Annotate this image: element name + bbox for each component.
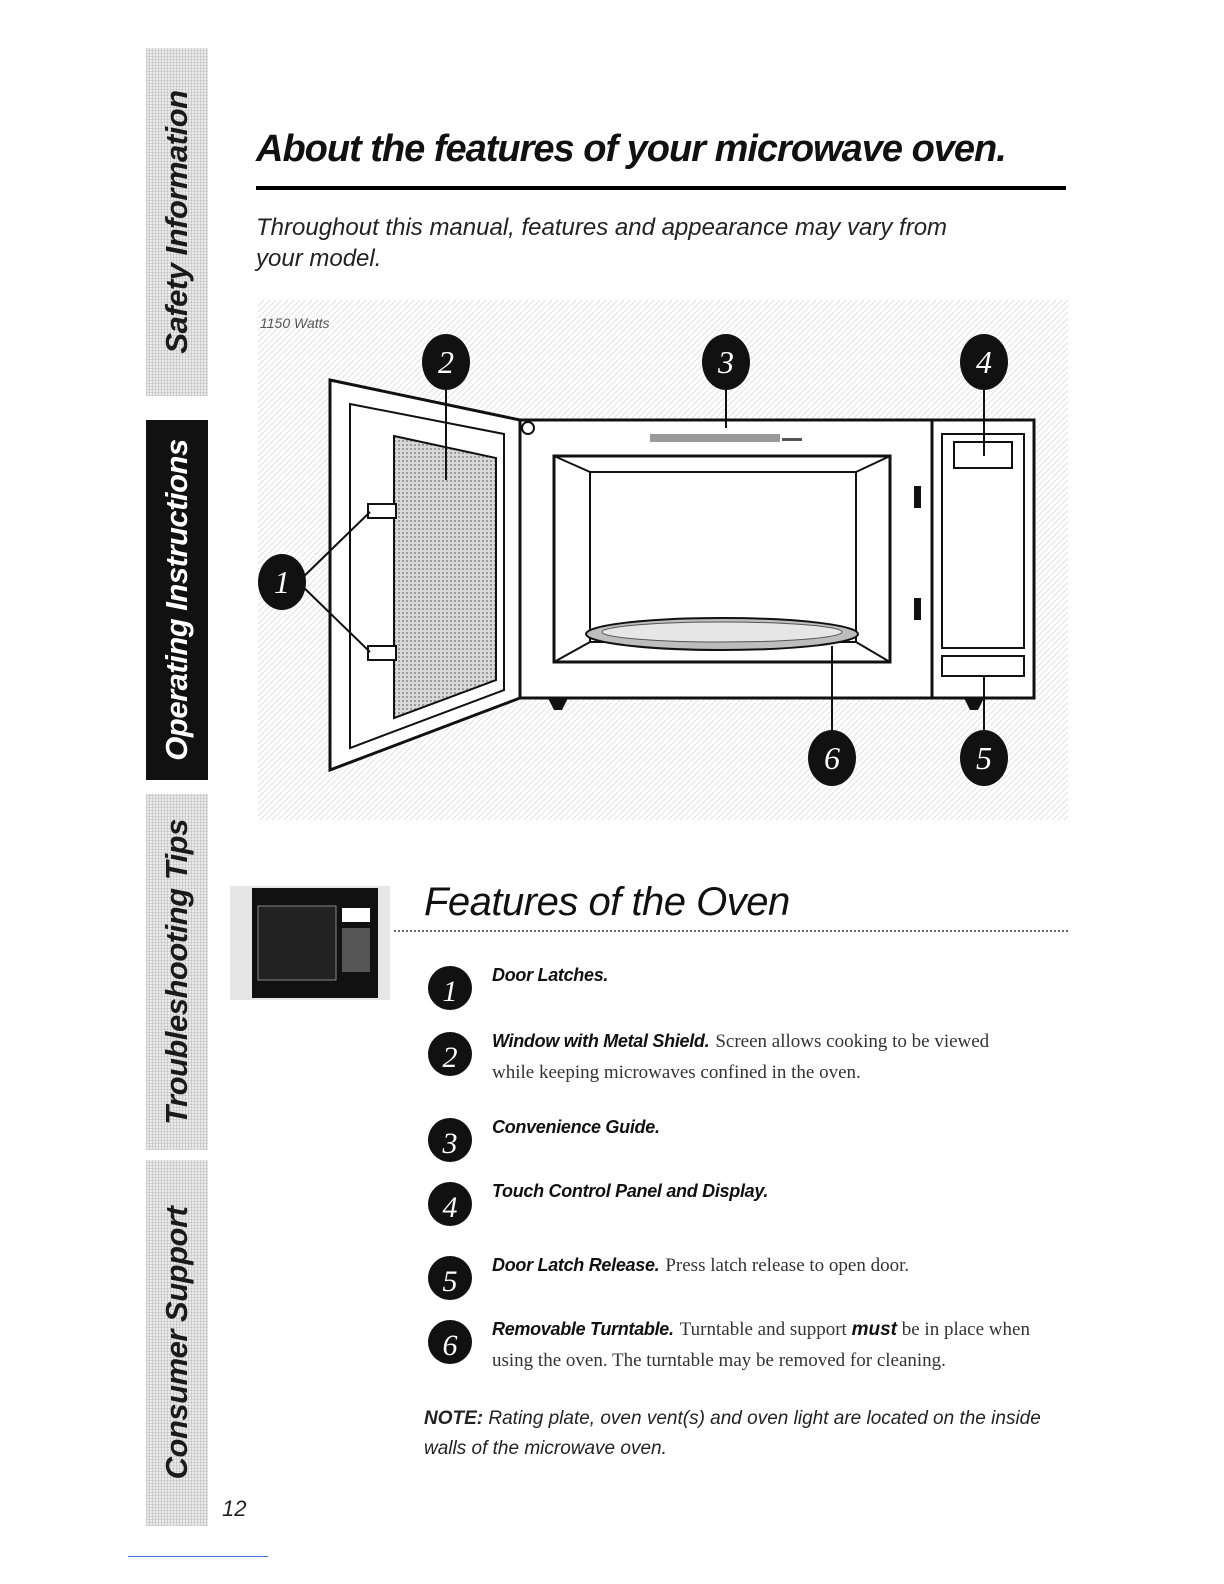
svg-text:6: 6 [824, 740, 840, 776]
feature-text: Touch Control Panel and Display. [492, 1176, 1032, 1207]
door-latch [367, 645, 397, 661]
feature-text: Removable Turntable.Turntable and suppor… [492, 1314, 1032, 1376]
number-badge: 4 [428, 1182, 472, 1226]
callout-leader [297, 581, 371, 653]
convenience-guide [650, 434, 780, 442]
oven-foot [548, 698, 568, 710]
title-divider [256, 186, 1066, 190]
svg-text:1: 1 [274, 564, 290, 600]
note: NOTE: Rating plate, oven vent(s) and ove… [424, 1404, 1084, 1464]
cavity-corner [553, 455, 591, 473]
footer-line [128, 1556, 268, 1557]
feature-description: be in place when using the oven. The tur… [492, 1319, 1030, 1371]
sidebar-tab-label: Troubleshooting Tips [159, 819, 194, 1125]
feature-description: Press latch release to open door. [665, 1255, 910, 1276]
section-divider [394, 930, 1068, 932]
sidebar-tab-label: Operating Instructions [159, 439, 194, 761]
sidebar-tab-safety-information[interactable]: Safety Information [146, 48, 208, 396]
control-panel-inner [941, 433, 1025, 649]
latch-hole [914, 598, 921, 620]
sidebar-tab-operating-instructions[interactable]: Operating Instructions [146, 420, 208, 780]
convenience-guide [782, 438, 802, 441]
feature-name: Convenience Guide. [492, 1117, 660, 1137]
feature-text: Convenience Guide. [492, 1112, 1032, 1143]
sidebar-tab-consumer-support[interactable]: Consumer Support [146, 1160, 208, 1526]
callout-badge: 2 [422, 334, 470, 390]
feature-description: Screen allows cooking to be viewed while… [492, 1031, 990, 1083]
number-badge: 1 [428, 966, 472, 1010]
microwave-diagram: 1150 Watts 2 3 4 [258, 300, 1068, 820]
callout-badge: 3 [702, 334, 750, 390]
svg-text:2: 2 [438, 344, 454, 380]
note-label: NOTE: [424, 1408, 484, 1429]
sidebar-tab-label: Safety Information [159, 90, 194, 354]
svg-text:4: 4 [976, 344, 992, 380]
callout-leader [297, 511, 371, 583]
svg-text:3: 3 [717, 344, 734, 380]
cavity-corner [855, 455, 891, 473]
sidebar-tab-troubleshooting-tips[interactable]: Troubleshooting Tips [146, 794, 208, 1150]
feature-name: Window with Metal Shield. [492, 1031, 710, 1051]
callout-badge: 4 [960, 334, 1008, 390]
cavity-back-wall [589, 471, 857, 643]
feature-text: Window with Metal Shield.Screen allows c… [492, 1026, 1032, 1088]
feature-name: Touch Control Panel and Display. [492, 1181, 769, 1201]
turntable-inner [601, 621, 843, 643]
page-title: About the features of your microwave ove… [256, 128, 1007, 170]
number-badge: 3 [428, 1118, 472, 1162]
door-hinge [521, 421, 535, 435]
svg-text:5: 5 [976, 740, 992, 776]
feature-description: Turntable and support [679, 1319, 847, 1340]
number-badge: 2 [428, 1032, 472, 1076]
door-window-mesh [393, 434, 497, 720]
cavity-corner [855, 641, 891, 663]
callout-badge: 5 [960, 730, 1008, 786]
oven-foot [964, 698, 984, 710]
callout-badge: 6 [808, 730, 856, 786]
page-number: 12 [222, 1496, 247, 1521]
cavity-corner [553, 641, 591, 663]
sidebar-tab-label: Consumer Support [159, 1206, 194, 1480]
feature-name: Door Latch Release. [492, 1255, 660, 1275]
door-release-button [941, 655, 1025, 677]
watts-label: 1150 Watts [260, 315, 330, 331]
door-latch [367, 503, 397, 519]
feature-name: Door Latches. [492, 965, 609, 985]
number-badge: 5 [428, 1256, 472, 1300]
note-text: Rating plate, oven vent(s) and oven ligh… [424, 1408, 1041, 1459]
number-badge: 6 [428, 1320, 472, 1364]
callout-badge: 1 [258, 554, 306, 610]
section-title: Features of the Oven [424, 880, 790, 924]
page-subtitle: Throughout this manual, features and app… [256, 214, 948, 272]
feature-text: Door Latch Release.Press latch release t… [492, 1250, 1032, 1281]
microwave-thumbnail-icon [230, 886, 390, 1000]
latch-hole [914, 486, 921, 508]
emphasis-word: must [851, 1319, 897, 1340]
feature-text: Door Latches. [492, 960, 1032, 991]
feature-name: Removable Turntable. [492, 1319, 674, 1339]
